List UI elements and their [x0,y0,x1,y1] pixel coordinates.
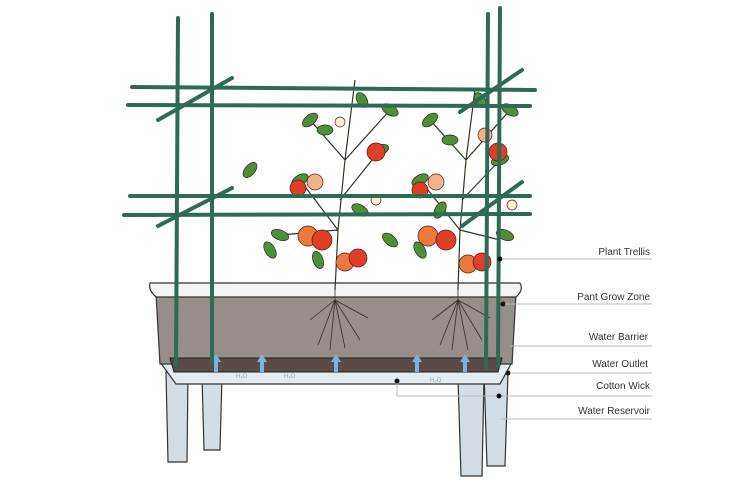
tomato-plants [242,79,519,291]
callout-cotton-wick: Cotton Wick [394,378,652,397]
callout-water-reservoir: Water Reservoir [496,393,652,420]
h2o-mark: H₂O [430,378,442,384]
svg-text:Water Outlet: Water Outlet [592,359,648,370]
h2o-mark: H₂O [284,374,296,380]
svg-text:Pant Grow Zone: Pant Grow Zone [577,292,650,303]
svg-text:Plant Trellis: Plant Trellis [598,247,650,258]
planter-legs [165,371,509,477]
callout-grow-zone: Pant Grow Zone [500,292,652,307]
roots [309,290,491,351]
callout-water-barrier: Water Barrier [510,332,652,347]
svg-text:Water Reservoir: Water Reservoir [578,406,651,417]
callout-water-outlet: Water Outlet [505,359,652,376]
svg-text:Water Barrier: Water Barrier [589,332,649,343]
plant-trellis [122,6,537,370]
water-arrows [211,354,470,372]
callout-plant-trellis: Plant Trellis [497,247,652,262]
svg-text:Cotton Wick: Cotton Wick [596,381,651,392]
h2o-mark: H₂O [236,374,248,380]
